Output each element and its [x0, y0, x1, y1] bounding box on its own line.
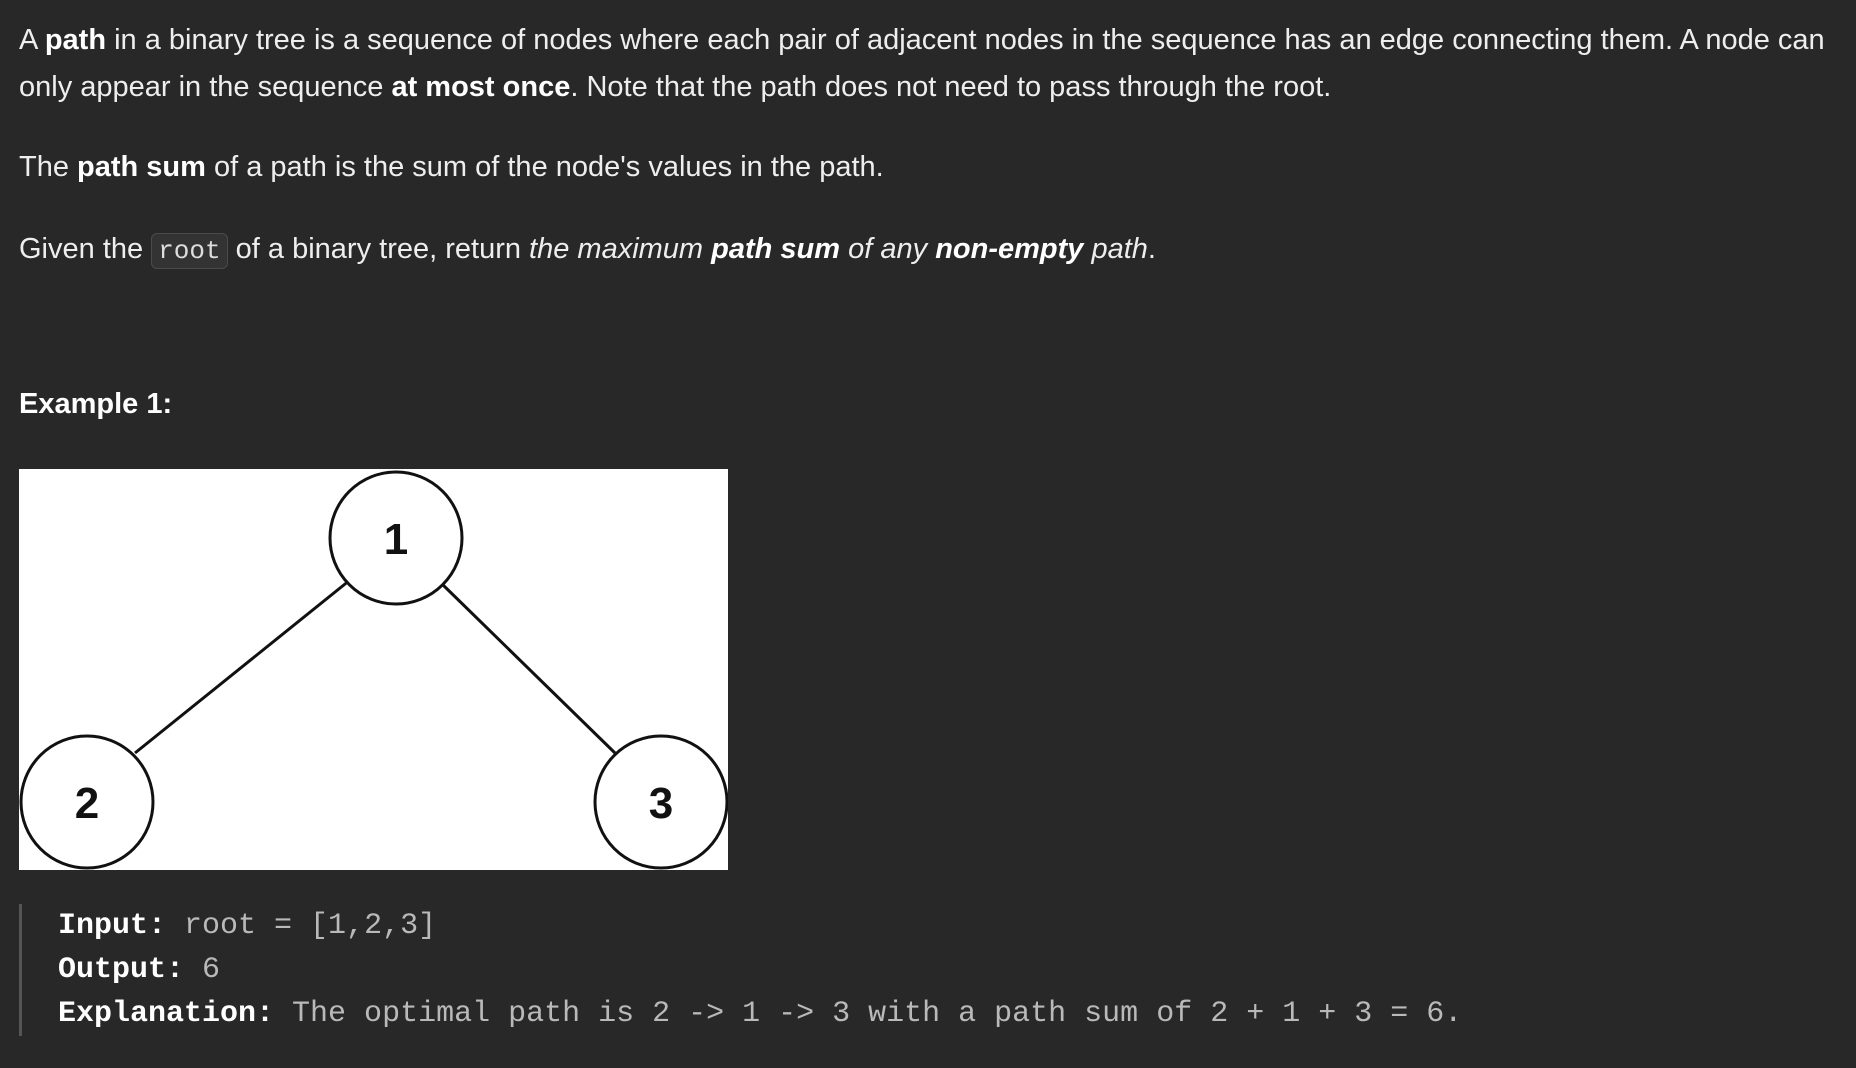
example-title: Example 1: [19, 388, 173, 420]
text: of a binary tree, return [227, 233, 530, 265]
input-line: Input: root = [1,2,3] [58, 904, 1619, 948]
node-3 [593, 734, 729, 870]
text: in a binary tree is a sequence of nodes … [19, 24, 1825, 103]
text: A [19, 24, 45, 56]
output-label: Output: [58, 953, 185, 987]
italic-text: of any [840, 233, 936, 265]
paragraph-path-definition: A path in a binary tree is a sequence of… [19, 17, 1849, 111]
input-value: root = [1,2,3] [166, 909, 437, 943]
node-label-2: 2 [75, 779, 99, 828]
bold-italic-path-sum: path sum [711, 233, 841, 265]
node-2 [19, 734, 155, 870]
output-line: Output: 6 [58, 948, 1619, 992]
text: . Note that the path does not need to pa… [570, 71, 1332, 103]
paragraph-task: Given the root of a binary tree, return … [19, 226, 1156, 275]
italic-text: the maximum [529, 233, 712, 265]
bold-term-path-sum: path sum [77, 151, 206, 183]
bold-italic-non-empty: non-empty [935, 233, 1084, 265]
text: Given the [19, 233, 152, 265]
edge-1-2 [134, 578, 351, 755]
italic-text: path [1083, 233, 1148, 265]
text: The [19, 151, 78, 183]
bold-term-at-most-once: at most once [391, 71, 571, 103]
explanation-label: Explanation: [58, 997, 275, 1031]
text: of a path is the sum of the node's value… [205, 151, 884, 183]
edge-1-3 [440, 582, 617, 755]
explanation-value: The optimal path is 2 -> 1 -> 3 with a p… [274, 997, 1463, 1031]
paragraph-path-sum: The path sum of a path is the sum of the… [19, 144, 884, 191]
node-label-3: 3 [649, 779, 673, 828]
output-value: 6 [184, 953, 221, 987]
node-label-1: 1 [384, 515, 408, 564]
node-1 [328, 470, 464, 606]
text: . [1147, 233, 1156, 265]
input-label: Input: [58, 909, 167, 943]
inline-code-root: root [151, 233, 228, 269]
bold-term-path: path [44, 24, 107, 56]
tree-svg: 1 2 3 [19, 470, 729, 870]
explanation-line: Explanation: The optimal path is 2 -> 1 … [58, 992, 1619, 1036]
tree-diagram: 1 2 3 [19, 469, 729, 870]
example-code-block: Input: root = [1,2,3] Output: 6 Explanat… [19, 904, 1619, 1036]
